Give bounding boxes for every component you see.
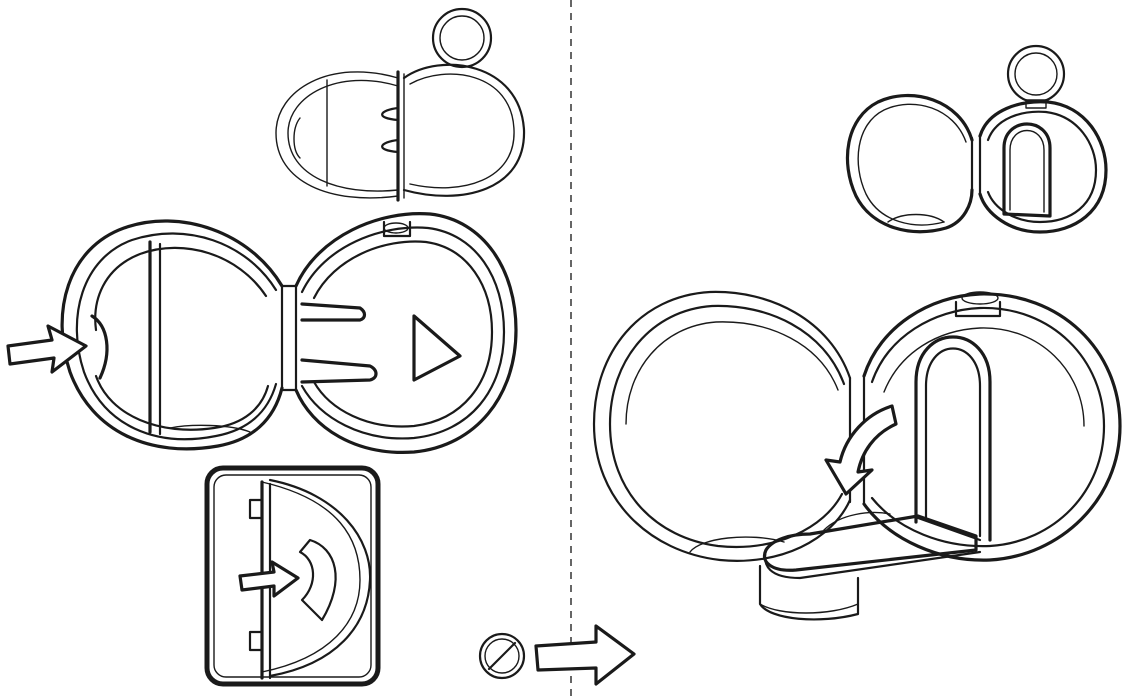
case-closed-small: [275, 7, 526, 202]
case-open-small: [845, 44, 1108, 234]
case-open-with-tray: [592, 290, 1122, 621]
press-arrow-icon: [238, 560, 300, 598]
right-panel: [592, 44, 1122, 621]
latch-detail: [204, 465, 381, 687]
curved-arrow-icon: [824, 404, 898, 496]
ring-icon: [1006, 44, 1066, 109]
case-open-large: [6, 212, 518, 454]
press-arrow-icon: [6, 324, 88, 374]
ring-icon: [431, 7, 493, 69]
triangle-icon: [412, 314, 462, 382]
next-arrow-icon: [534, 624, 636, 686]
left-panel: [6, 7, 526, 687]
no-symbol-icon: [478, 632, 526, 680]
